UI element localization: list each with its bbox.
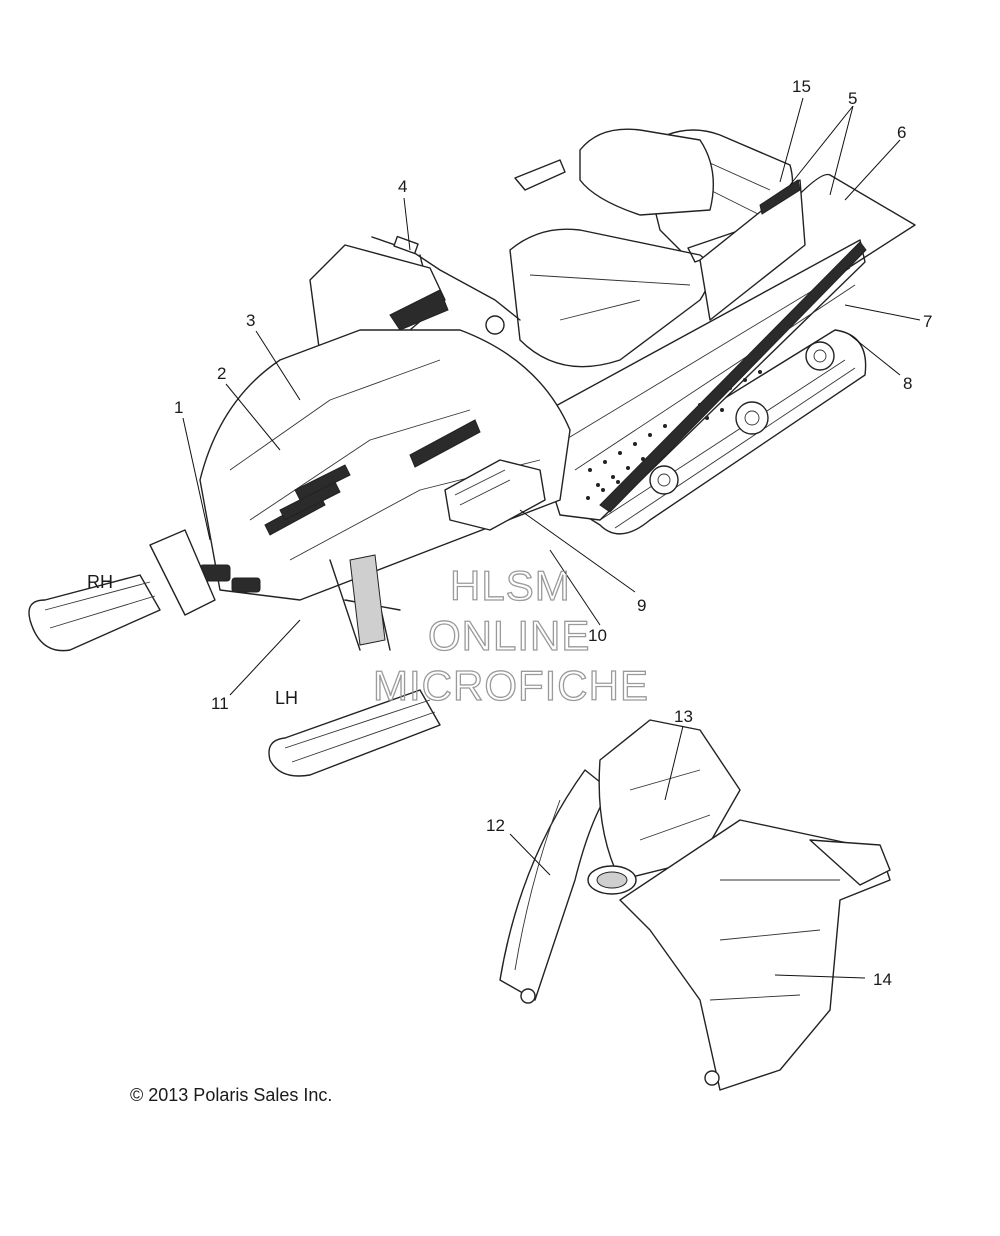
callout-3: 3	[246, 311, 255, 330]
callout-4: 4	[398, 177, 407, 196]
callout-1: 1	[174, 398, 183, 417]
callout-12: 12	[486, 816, 505, 835]
callout-14: 14	[873, 970, 892, 989]
snowmobile-drawing	[28, 128, 916, 777]
watermark-line-3: MICROFICHE	[373, 662, 649, 709]
side-label-rh: RH	[87, 572, 113, 592]
panel-14	[619, 819, 891, 1091]
callout-2: 2	[217, 364, 226, 383]
side-panel-drawing	[499, 719, 891, 1091]
callout-11: 11	[211, 694, 229, 713]
callout-5: 5	[848, 89, 857, 108]
ski-left	[268, 689, 441, 777]
fuel-cap	[485, 315, 505, 335]
track-wheels	[649, 341, 835, 495]
front-suspension	[329, 554, 401, 651]
callout-7: 7	[923, 312, 932, 331]
hood-vents	[264, 419, 481, 536]
callout-10: 10	[588, 626, 607, 645]
callout-13: 13	[674, 707, 693, 726]
copyright-text: © 2013 Polaris Sales Inc.	[130, 1085, 332, 1105]
callout-labels: 1 2 3 4 5 6 7 8 9 10 11 12 13 14 15	[174, 77, 932, 989]
side-stripe	[599, 241, 867, 513]
leader-lines	[182, 97, 921, 979]
backrest	[579, 128, 715, 216]
callout-6: 6	[897, 123, 906, 142]
watermark-line-2: ONLINE	[428, 612, 590, 659]
headlight-right	[231, 577, 261, 593]
callout-8: 8	[903, 374, 912, 393]
panel-13	[598, 719, 741, 881]
watermark-line-1: HLSM	[450, 562, 571, 609]
windshield-dark	[389, 289, 449, 331]
ski-right	[28, 574, 161, 652]
callout-9: 9	[637, 596, 646, 615]
front-bumper	[149, 529, 216, 616]
side-label-lh: LH	[275, 688, 298, 708]
hood	[199, 329, 571, 601]
grab-handle-left	[514, 159, 566, 191]
watermark: HLSM ONLINE MICROFICHE	[372, 561, 649, 709]
callout-15: 15	[792, 77, 811, 96]
side-pod	[444, 459, 546, 531]
